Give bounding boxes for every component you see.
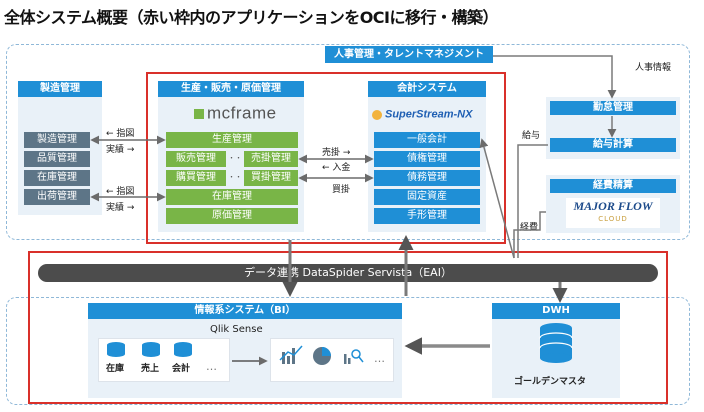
bi-db-kaikei: 会計 — [172, 364, 191, 374]
accounting-header: 会計システム — [368, 81, 486, 97]
database-icon-zaiko — [107, 342, 125, 357]
upper-region — [6, 44, 690, 240]
production-item-zaiko: 在庫管理 — [166, 189, 298, 205]
database-icon-uriage — [142, 342, 160, 357]
production-item-urikake: 売掛管理 — [244, 151, 298, 167]
bi-chart-dots: … — [374, 352, 385, 365]
mcframe-logo: mcframe — [194, 103, 294, 125]
kintai-box: 勤怠管理 — [550, 101, 676, 115]
manufacturing-item-zaiko: 在庫管理 — [24, 170, 90, 186]
bi-chart-icons: … — [279, 345, 385, 365]
majorflow-logo: MAJOR FLOW CLOUD — [566, 198, 660, 228]
database-icon-kaikei — [174, 342, 192, 357]
accounting-item-saiken: 債権管理 — [374, 151, 480, 167]
production-header: 生産・販売・原価管理 — [158, 81, 304, 97]
bi-chart-group — [270, 338, 394, 382]
production-item-genka: 原価管理 — [166, 208, 298, 224]
manufacturing-item-hinshitsu: 品質管理 — [24, 151, 90, 167]
kyuyo-box: 給与計算 — [550, 138, 676, 152]
dwh-header: DWH — [492, 303, 620, 319]
flow-label-kaikake: 買掛 — [332, 185, 351, 195]
dwh-database-icon — [539, 323, 573, 363]
eai-bar: データ連携 DataSpider Servista（EAI） — [38, 264, 658, 282]
mcframe-logo-mark — [194, 108, 204, 119]
mcframe-logo-text: mcframe — [207, 103, 277, 123]
bi-database-icons — [107, 342, 192, 357]
label-instruction-2: ← 指図 — [106, 187, 135, 197]
bi-db-zaiko: 在庫 — [106, 364, 125, 374]
production-item-hanbai: 販売管理 — [166, 151, 226, 167]
production-dots-1: ・・・ — [228, 154, 249, 162]
pie-chart-icon — [313, 347, 331, 365]
production-item-kobai: 購買管理 — [166, 170, 226, 186]
page-title: 全体システム概要（赤い枠内のアプリケーションをOCIに移行・構築） — [4, 8, 499, 27]
label-actual-2: 実績 → — [106, 203, 135, 213]
prod-acct-arrows — [298, 154, 374, 183]
superstream-logo: SuperStream-NX — [372, 104, 484, 122]
label-keihi: 経費 — [520, 223, 539, 233]
bi-header: 情報系システム（BI） — [88, 303, 402, 319]
flow-label-urikake: 売掛 → — [322, 148, 351, 158]
manufacturing-item-shukka: 出荷管理 — [24, 189, 90, 205]
manufacturing-header: 製造管理 — [18, 81, 102, 97]
production-item-kaikake: 買掛管理 — [244, 170, 298, 186]
hr-management-bar: 人事管理・タレントマネジメント — [325, 46, 493, 63]
accounting-item-kotei: 固定資産 — [374, 189, 480, 205]
majorflow-logo-text: MAJOR FLOW — [573, 199, 653, 213]
label-instruction-1: ← 指図 — [106, 129, 135, 139]
lower-region — [6, 297, 690, 405]
oci-frame-upper — [146, 72, 506, 244]
flow-label-nyukin: ← 入金 — [322, 163, 351, 173]
hr-info-label: 人事情報 — [635, 63, 672, 73]
bi-db-dots: … — [206, 360, 217, 373]
label-actual-1: 実績 → — [106, 145, 135, 155]
superstream-logo-mark — [372, 109, 382, 120]
vertical-flow-arrows — [282, 235, 568, 303]
bar-chart-icon — [279, 345, 303, 364]
bi-product-label: Qlik Sense — [210, 324, 263, 335]
accounting-item-ippan: 一般会計 — [374, 132, 480, 148]
production-item-seisan: 生産管理 — [166, 132, 298, 148]
hr-connectors — [479, 55, 617, 259]
dwh-label: ゴールデンマスタ — [514, 377, 587, 387]
majorflow-logo-sub: CLOUD — [598, 215, 628, 223]
label-kyuyo: 給与 — [522, 131, 541, 141]
manufacturing-item-seizo: 製造管理 — [24, 132, 90, 148]
mfg-prod-arrows — [90, 135, 166, 202]
bi-db-uriage: 売上 — [141, 364, 160, 374]
accounting-item-tegata: 手形管理 — [374, 208, 480, 224]
keihi-box: 経費精算 — [550, 179, 676, 193]
superstream-logo-text: SuperStream-NX — [385, 108, 473, 121]
accounting-item-saimu: 債務管理 — [374, 170, 480, 186]
magnifier-chart-icon — [344, 349, 364, 364]
production-dots-2: ・・・ — [228, 173, 249, 181]
oci-frame-lower — [28, 251, 668, 404]
